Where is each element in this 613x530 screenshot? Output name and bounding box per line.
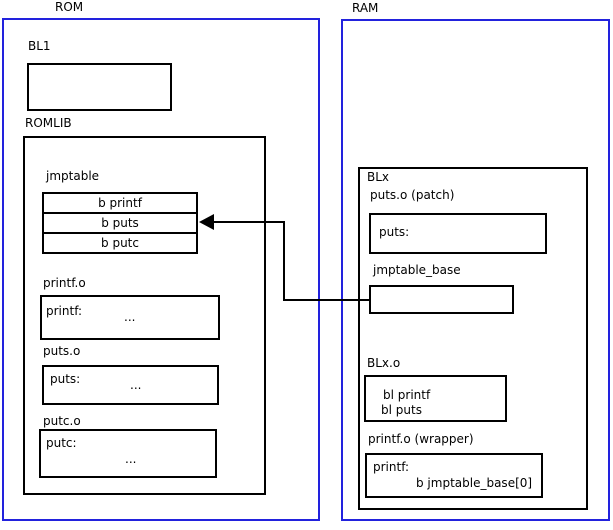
puts-symbol: puts: bbox=[50, 372, 81, 386]
puts-patch-box: puts: bbox=[369, 213, 547, 254]
bl1-label: BL1 bbox=[28, 39, 51, 53]
jmptable-base-label: jmptable_base bbox=[373, 263, 461, 277]
puts-o-box: puts: ... bbox=[42, 365, 219, 405]
bl1-box bbox=[27, 63, 172, 111]
blx-o-label: BLx.o bbox=[367, 356, 401, 370]
printf-wrapper-symbol: printf: bbox=[373, 460, 410, 474]
puts-patch-symbol: puts: bbox=[379, 225, 410, 239]
blx-box bbox=[358, 167, 588, 510]
printf-wrapper-box: printf: b jmptable_base[0] bbox=[365, 453, 543, 498]
putc-symbol: putc: bbox=[46, 436, 77, 450]
putc-o-box: putc: ... bbox=[39, 429, 217, 478]
jmptable-entry: b puts bbox=[42, 212, 198, 234]
blx-o-instruction: bl printf bbox=[383, 388, 431, 402]
printf-body: ... bbox=[124, 310, 136, 324]
printf-o-label: printf.o bbox=[43, 276, 86, 290]
putc-body: ... bbox=[125, 452, 137, 466]
ram-title: RAM bbox=[352, 1, 379, 15]
blx-o-instruction: bl puts bbox=[381, 403, 422, 417]
romlib-label: ROMLIB bbox=[25, 116, 72, 130]
puts-o-label: puts.o bbox=[43, 344, 81, 358]
jmptable-label: jmptable bbox=[46, 169, 100, 183]
printf-symbol: printf: bbox=[46, 304, 83, 318]
printf-wrapper-label: printf.o (wrapper) bbox=[368, 432, 474, 446]
printf-o-box: printf: ... bbox=[40, 295, 220, 340]
putc-o-label: putc.o bbox=[43, 414, 81, 428]
blx-o-box: bl printf bl puts bbox=[364, 375, 507, 422]
blx-label: BLx bbox=[367, 170, 390, 184]
puts-patch-label: puts.o (patch) bbox=[370, 188, 455, 202]
printf-wrapper-body: b jmptable_base[0] bbox=[416, 476, 533, 490]
puts-body: ... bbox=[130, 378, 142, 392]
jmptable-entry: b putc bbox=[42, 232, 198, 254]
rom-title: ROM bbox=[55, 0, 84, 14]
jmptable-base-box bbox=[369, 285, 514, 314]
jmptable: b printf b puts b putc bbox=[42, 192, 198, 254]
jmptable-entry: b printf bbox=[42, 192, 198, 214]
